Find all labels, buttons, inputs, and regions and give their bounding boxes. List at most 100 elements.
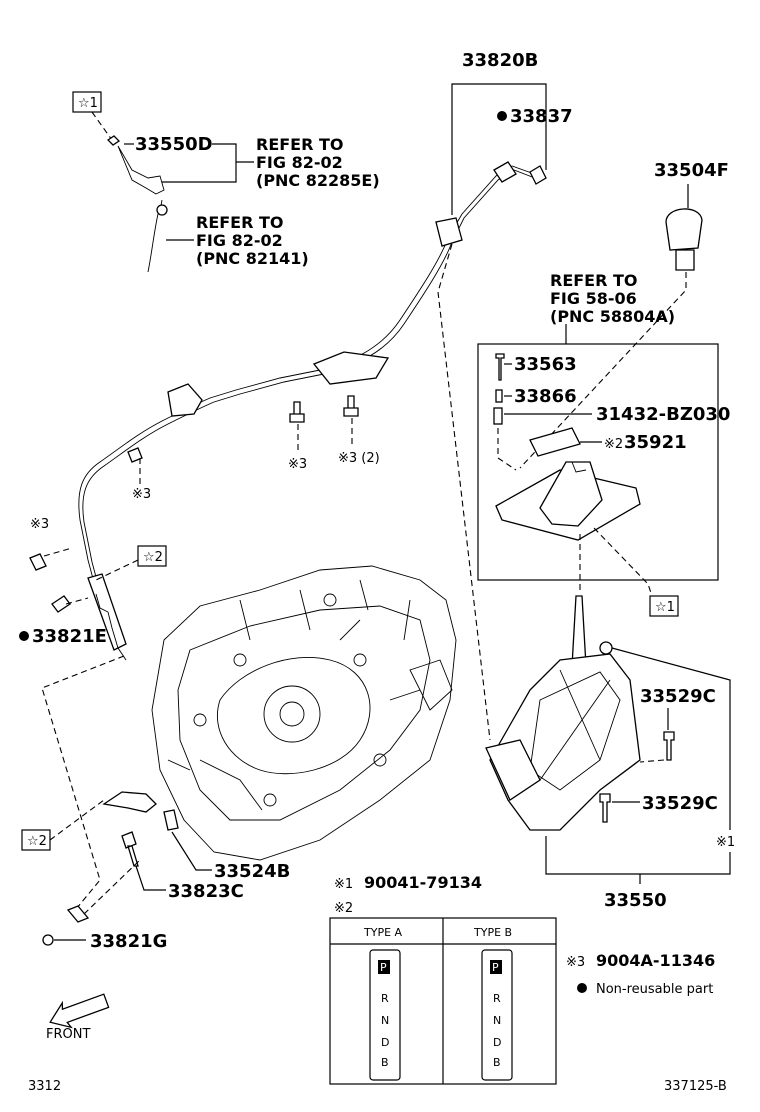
part-33821g-label[interactable]: 33821G xyxy=(90,931,167,952)
sleeve-31432 xyxy=(493,407,503,425)
star1-box-right xyxy=(649,595,679,617)
clip-33821e xyxy=(51,595,71,613)
leader-33524b xyxy=(171,831,212,871)
shift-cable xyxy=(78,165,541,591)
dash-33821e xyxy=(65,597,89,605)
dash-33529c-a xyxy=(639,759,665,763)
bracket-33524b xyxy=(102,791,157,813)
type-b-r: R xyxy=(493,992,501,1005)
type-b-b: B xyxy=(493,1056,501,1069)
part-33550-label[interactable]: 33550 xyxy=(604,890,667,911)
ref2-line1: REFER TO xyxy=(196,213,284,232)
type-b-d: D xyxy=(493,1036,501,1049)
cable-bracket-mid xyxy=(312,351,390,385)
part-33821e-label[interactable]: 33821E xyxy=(32,626,107,647)
note-x3-b: ※3 xyxy=(132,487,151,502)
bolt-lower-left xyxy=(29,553,47,571)
part-33504f-label[interactable]: 33504F xyxy=(654,160,729,181)
legend-note3-mark: ※3 xyxy=(566,955,585,970)
transaxle-illustration xyxy=(151,565,457,861)
dash-star2-low xyxy=(49,799,105,841)
ref2-line2: FIG 82-02 xyxy=(196,231,283,250)
bolt-left-mid xyxy=(289,401,305,423)
type-a-header: TYPE A xyxy=(363,926,403,939)
cable-bracket-left xyxy=(167,383,203,417)
indicator-type-a xyxy=(369,949,401,1081)
bracket-part-33550d xyxy=(117,145,165,195)
shift-cable-inner xyxy=(82,169,541,593)
bolt-33529c-a xyxy=(663,731,675,761)
type-b-n: N xyxy=(493,1014,501,1027)
dash-star2-mid xyxy=(95,559,139,581)
part-33529c-label-a[interactable]: 33529C xyxy=(640,686,716,707)
cable-clip-upper xyxy=(493,161,517,183)
ref3-line2: FIG 58-06 xyxy=(550,289,637,308)
type-a-n: N xyxy=(381,1014,389,1027)
part-33837-label[interactable]: 33837 xyxy=(510,106,573,127)
bolt-33524b xyxy=(163,809,179,831)
cable-grommet xyxy=(435,217,463,247)
nut-x1 xyxy=(599,641,613,655)
part-35921-label[interactable]: 35921 xyxy=(624,432,687,453)
front-label: FRONT xyxy=(46,1027,90,1042)
star1-mark-top: ☆1 xyxy=(78,96,98,111)
screw-33563 xyxy=(495,353,505,381)
indicator-35921 xyxy=(529,427,581,457)
part-33563-label[interactable]: 33563 xyxy=(514,354,577,375)
nonreusable-dot-33821e xyxy=(19,631,29,641)
dash-star1-top xyxy=(91,111,113,141)
part-33529c-label-b[interactable]: 33529C xyxy=(642,793,718,814)
part-33550d-label[interactable]: 33550D xyxy=(135,134,213,155)
part-33823c-label[interactable]: 33823C xyxy=(168,881,244,902)
console-panel-box xyxy=(477,343,719,581)
cable-end-33837 xyxy=(529,165,547,185)
type-b-p-box xyxy=(490,960,502,974)
ref1-line1: REFER TO xyxy=(256,135,344,154)
legend-note3-value: 9004A-11346 xyxy=(596,951,715,970)
note-x3-qty: ※3 (2) xyxy=(338,451,380,466)
ref1-line3: (PNC 82285E) xyxy=(256,171,380,190)
pin-33866 xyxy=(495,389,503,403)
bracket-x1 xyxy=(611,647,731,830)
bracket-33820b xyxy=(451,83,547,170)
page-number: 3312 xyxy=(28,1079,61,1094)
ref1-line2: FIG 82-02 xyxy=(256,153,343,172)
dash-console-star1 xyxy=(593,527,653,597)
note-x3-c: ※3 xyxy=(30,517,49,532)
bolt-33823c xyxy=(121,831,139,867)
indicator-type-b xyxy=(481,949,513,1081)
ref3-line1: REFER TO xyxy=(550,271,638,290)
ref3-line3: (PNC 58804A) xyxy=(550,307,675,326)
clip-33821g xyxy=(66,905,90,923)
part-33866-label[interactable]: 33866 xyxy=(514,386,577,407)
note-x3-a: ※3 xyxy=(288,457,307,472)
type-b-header: TYPE B xyxy=(473,926,512,939)
clip-33550d xyxy=(106,135,121,146)
star2-mark-mid: ☆2 xyxy=(143,550,163,565)
part-33524b-label[interactable]: 33524B xyxy=(214,861,290,882)
ref2-line3: (PNC 82141) xyxy=(196,249,309,268)
bolt-right-mid xyxy=(343,395,359,417)
bracket-ref1 xyxy=(162,143,237,183)
dash-bolt-lower-left xyxy=(43,547,73,557)
dash-console-screws xyxy=(497,428,517,471)
part-31432-label[interactable]: 31432-BZ030 xyxy=(596,404,730,425)
legend-note1-mark: ※1 xyxy=(334,877,353,892)
legend-note2-mark: ※2 xyxy=(334,901,353,916)
bracket-33550 xyxy=(545,836,731,875)
bolt-cable-left xyxy=(127,447,143,463)
type-table: TYPE A TYPE B P R N D B P R N D B xyxy=(329,917,557,1085)
figure-id: 337125-B xyxy=(664,1079,727,1094)
cable-end-detail xyxy=(95,593,127,661)
legend-nonreusable-dot xyxy=(577,983,587,993)
front-arrow-icon xyxy=(49,993,110,1029)
shift-boot xyxy=(539,461,603,527)
part-33820b-label[interactable]: 33820B xyxy=(462,50,538,71)
dash-33821g xyxy=(83,859,141,915)
dash-cable-to-base xyxy=(437,243,491,741)
type-a-r: R xyxy=(381,992,389,1005)
type-a-b: B xyxy=(381,1056,389,1069)
nut-33821g xyxy=(42,934,54,946)
shift-lever-cable-mount xyxy=(485,739,541,801)
